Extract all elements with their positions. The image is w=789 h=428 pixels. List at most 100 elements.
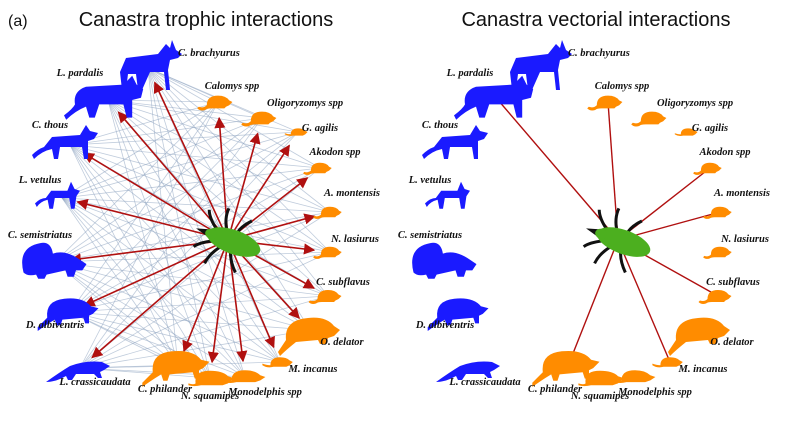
trophic-web-link [107,99,263,119]
rodent-icon [703,206,732,219]
trophic-web-link [69,144,321,169]
trophic-web-link [147,67,331,253]
trophic-web-link [107,99,299,133]
trophic-web-link [61,197,281,363]
trophic-web-link [147,67,219,103]
right-panel-title: Canastra vectorial interactions [461,9,730,31]
trophic-web-link [69,295,329,313]
trophic-web-link [107,99,329,297]
trophic-web-link [79,131,299,369]
species-label: C. philander [528,384,583,395]
trophic-web-link [61,197,331,253]
trophic-web-link [107,99,179,367]
rodent-icon [303,162,332,175]
water-rat-icon [578,370,624,387]
species-label: Akodon spp [308,147,360,158]
trophic-web-link [61,101,219,199]
trophic-vector-link [182,239,229,353]
trophic-web-link [69,117,263,146]
rodent-icon [587,95,623,111]
small-marsupial-icon [284,128,308,136]
rodent-icon [313,246,342,259]
maned-wolf-icon [120,40,182,90]
species-label: Akodon spp [698,147,750,158]
species-label: A. montensis [713,188,770,199]
trophic-web-link [54,117,263,263]
trophic-vector-link [227,144,290,241]
species-label: L. vetulus [408,175,452,186]
species-label: G. agilis [692,123,728,134]
trophic-web-link [54,261,311,331]
trophic-web-link [61,197,311,331]
water-rat-icon [188,370,234,387]
species-label: L. pardalis [56,68,104,79]
small-marsupial-icon [652,357,683,368]
trophic-vector-link [227,132,261,241]
fox-icon [32,125,98,159]
trophic-web-link [61,167,321,199]
trophic-web-link [61,197,179,367]
species-label: C. subflavus [706,277,760,288]
opossum-icon [427,298,489,331]
trophic-web-link [54,261,281,363]
species-label: N. lasiurus [330,234,379,245]
trophic-web-link [107,99,246,378]
trophic-vector-link [82,152,229,241]
panel-label: (a) [8,13,28,30]
trophic-web-link [54,261,179,367]
species-label: L. crassicaudata [58,377,130,388]
rodent-icon [693,162,722,175]
rodent-icon [313,206,342,219]
vectorial-link [567,239,619,367]
rodent-icon [631,111,667,127]
trophic-web-link [79,117,263,369]
trophic-web-link [61,117,263,199]
species-label: C. semistriatus [8,230,72,241]
species-label: C. subflavus [316,277,370,288]
trophic-web-link [79,167,321,369]
trophic-vector-link [76,198,229,241]
ocelot-icon [64,75,144,120]
species-label: C. brachyurus [568,48,630,59]
species-label: L. crassicaudata [448,377,520,388]
trophic-vector-link [83,239,229,307]
trophic-vector-link [153,81,229,241]
species-label: D. albiventris [415,320,474,331]
species-label: G. agilis [302,123,338,134]
trophic-web-link [69,131,299,146]
trophic-web-link [69,167,321,313]
trophic-web-link [69,117,263,313]
small-marsupial-icon [262,357,293,368]
maned-wolf-icon [510,40,572,90]
species-label: C. thous [32,120,68,131]
species-label: O. delator [320,337,364,348]
shrew-opossum-icon [224,370,266,383]
kissing-bug-icon [192,207,261,274]
trophic-web-link [54,261,329,297]
species-label: Calomys spp [595,81,650,92]
vectorial-link [617,239,671,363]
large-rodent-icon [278,317,340,356]
trophic-web-link [69,311,246,378]
trophic-web-link [54,211,331,263]
skunk-icon [412,242,477,279]
shrew-opossum-icon [614,370,656,383]
species-label: N. squamipes [570,391,629,402]
species-label: L. pardalis [446,68,494,79]
species-label: N. squamipes [180,391,239,402]
hoary-fox-icon [425,181,470,209]
trophic-web-link [61,197,331,213]
rodent-icon [308,290,342,304]
ocelot-icon [454,75,534,120]
species-label: Oligoryzomys spp [657,98,733,109]
species-label: A. montensis [323,188,380,199]
fox-icon [422,125,488,159]
kissing-bug-icon [582,207,651,274]
trophic-web-link [54,101,219,263]
trophic-web-link [69,131,299,313]
vectorial-link [497,99,619,241]
trophic-vector-link [227,239,275,349]
